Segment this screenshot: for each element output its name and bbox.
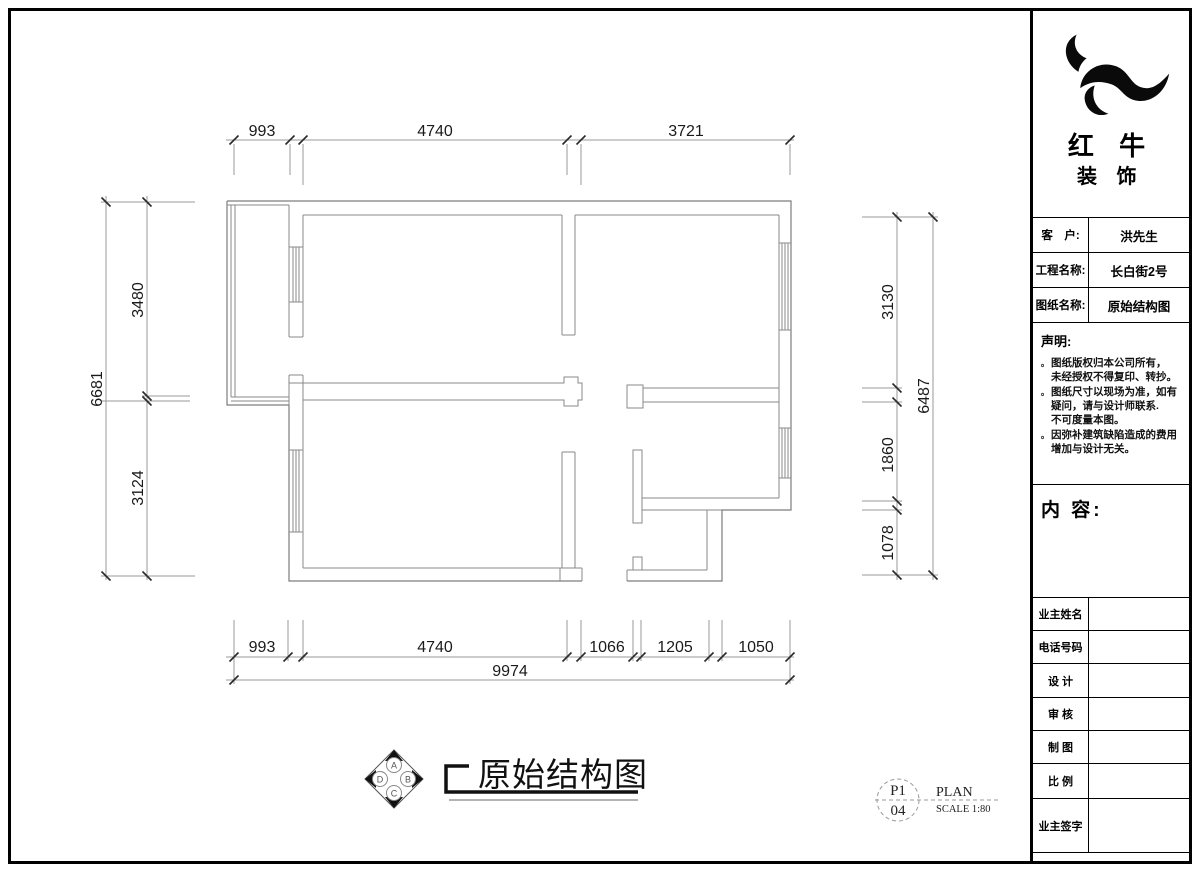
column-cross [560, 376, 583, 407]
row-phone-value [1089, 631, 1189, 663]
dim-bottom-total: 9974 [492, 663, 528, 680]
field-sheet-name: 图纸名称: 原始结构图 [1033, 288, 1189, 323]
dim-left-2: 3124 [130, 470, 147, 506]
bullet-icon: 。 [1041, 431, 1049, 441]
field-client: 客 户: 洪先生 [1033, 218, 1189, 253]
dim-bottom-3: 1066 [589, 639, 625, 656]
brand-name: 红 牛 [1067, 131, 1155, 161]
dim-top-2: 4740 [417, 123, 453, 140]
compass-letter-c: C [391, 789, 398, 799]
content-heading: 内 容: [1041, 500, 1103, 521]
dim-bottom-4: 1205 [657, 639, 693, 656]
row-drafter: 制 图 [1033, 731, 1189, 764]
dim-right-3: 1078 [880, 525, 897, 561]
signature-table: 业主姓名 电话号码 设 计 审 核 制 图 比 例 业主签字 [1033, 598, 1189, 853]
row-scale: 比 例 [1033, 764, 1189, 799]
field-client-label: 客 户: [1033, 218, 1089, 252]
compass-letter-d: D [377, 775, 384, 785]
bull-logo-icon [1065, 34, 1170, 116]
dim-bottom-5: 1050 [738, 639, 774, 656]
bullet-icon: 。 [1041, 388, 1049, 398]
window-left-top [292, 247, 300, 302]
field-project-name-label: 工程名称: [1033, 253, 1089, 287]
statement-item: 。 因弥补建筑缺陷造成的费用 增加与设计无关。 [1041, 429, 1177, 455]
field-project-name: 工程名称: 长白街2号 [1033, 253, 1189, 288]
dim-right-1: 3130 [880, 284, 897, 320]
row-phone: 电话号码 [1033, 631, 1189, 664]
statement-heading: 声明: [1041, 334, 1072, 349]
dim-top-3: 3721 [668, 123, 704, 140]
plan-marker-page: 04 [891, 803, 907, 819]
dim-right-total: 6487 [916, 378, 933, 414]
wall-lines [227, 204, 780, 581]
row-reviewer: 审 核 [1033, 698, 1189, 731]
wall-outline [226, 200, 792, 582]
field-sheet-name-value: 原始结构图 [1107, 299, 1171, 314]
field-sheet-name-label: 图纸名称: [1033, 288, 1089, 322]
statement-item: 。 图纸尺寸以现场为准，如有 疑问，请与设计师联系. 不可度量本图。 [1041, 386, 1177, 426]
window-right-bottom [779, 427, 791, 479]
compass-icon: A B C D [364, 749, 424, 809]
row-owner-name-value [1089, 598, 1189, 630]
compass-letter-b: B [405, 775, 411, 785]
row-designer: 设 计 [1033, 664, 1189, 698]
dimension-ticks [100, 134, 939, 686]
brand-area: 红 牛 装 饰 [1033, 8, 1189, 218]
drawing-title-group: 原始结构图 [444, 756, 648, 801]
window-right-top [779, 242, 791, 331]
project-fields: 客 户: 洪先生 工程名称: 长白街2号 图纸名称: 原始结构图 [1033, 218, 1189, 323]
dim-top-1: 993 [249, 123, 276, 140]
dim-right-2: 1860 [880, 437, 897, 473]
dim-left-1: 3480 [130, 282, 147, 318]
title-block: 红 牛 装 饰 客 户: 洪先生 工程名称: 长白街2号 图纸名称: 原始结构图… [1030, 8, 1192, 864]
row-designer-value [1089, 664, 1189, 697]
window-glazing-lines [230, 205, 791, 532]
row-owner-signature: 业主签字 [1033, 799, 1189, 853]
row-owner-name: 业主姓名 [1033, 598, 1189, 631]
dim-bottom-2: 4740 [417, 639, 453, 656]
compass-letter-a: A [391, 761, 397, 771]
row-owner-signature-value [1089, 799, 1189, 852]
plan-marker: P1 04 PLAN SCALE 1:80 [875, 778, 999, 822]
plan-marker-scale: SCALE 1:80 [936, 804, 991, 815]
row-scale-value [1089, 764, 1189, 798]
drawing-title: 原始结构图 [478, 756, 648, 793]
window-left-bottom [292, 450, 300, 532]
statement-item: 。 图纸版权归本公司所有， 未经授权不得复印、转抄。 [1041, 357, 1177, 383]
field-project-name-value: 长白街2号 [1110, 264, 1168, 279]
brand-subname: 装 饰 [1077, 166, 1144, 188]
bullet-icon: 。 [1041, 359, 1049, 368]
field-client-value: 洪先生 [1120, 229, 1158, 244]
dimension-labels: 993 4740 3721 993 4740 1066 1205 1050 99… [89, 123, 933, 680]
row-reviewer-value [1089, 698, 1189, 730]
plan-marker-code: P1 [890, 783, 906, 799]
floor-plan-drawing: 993 4740 3721 993 4740 1066 1205 1050 99… [89, 123, 999, 822]
dim-left-total: 6681 [89, 371, 106, 407]
balcony-window [230, 205, 289, 402]
dim-bottom-1: 993 [249, 639, 276, 656]
content-section: 内 容: [1033, 485, 1189, 598]
row-drafter-value [1089, 731, 1189, 763]
statement-section: 声明: 。 图纸版权归本公司所有， 未经授权不得复印、转抄。 。 图纸尺寸以现场… [1033, 323, 1189, 485]
plan-marker-name: PLAN [936, 785, 973, 800]
